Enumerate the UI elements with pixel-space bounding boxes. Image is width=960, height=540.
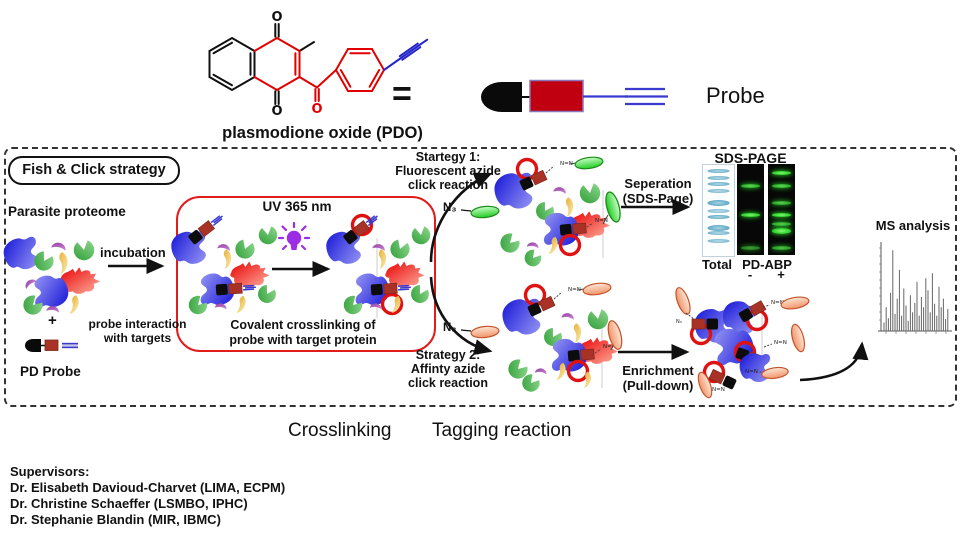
incubation-label: incubation [100,245,166,260]
tagging-label: Tagging reaction [432,420,572,441]
fish-click-strategy-box [4,147,957,407]
covalent-crosslinking-label-2: probe with target protein [229,333,377,347]
gel-band [771,201,792,206]
gel-band [707,169,730,174]
gel-band [707,239,730,244]
carbonyl-o-top: O [271,10,282,25]
strategy2-label-1: Strategy 2: [415,348,481,362]
covalent-crosslinking-label-1: Covalent crosslinking of [230,318,376,332]
pd-probe-label: PD Probe [20,364,81,379]
gel-band [771,227,792,234]
enrichment-label-1: Enrichment [622,363,694,378]
strategy1-label-3: click reaction [408,178,488,192]
gel-band [707,231,730,236]
ms-analysis-label: MS analysis [875,218,951,233]
gel-band [740,245,761,250]
strategy1-label-2: Fluorescent azide [395,164,501,178]
equals-sign: = [392,75,412,113]
gel-plus-label: + [777,267,785,282]
crosslinking-red-box [176,196,436,352]
gel-band [771,245,792,250]
gel-band [707,214,730,219]
gel-lane-pdabp-minus [737,164,764,255]
gel-pdabp-label: PD-ABP [742,257,792,272]
probe-interaction-label-1: probe interaction [88,317,187,331]
gel-band [740,212,761,217]
gel-minus-label: - [747,267,753,282]
supervisor-name-1: Dr. Elisabeth Davioud-Charvet (LIMA, ECP… [10,480,286,495]
gel-band [707,182,730,187]
molecule-label: plasmodione oxide (PDO) [222,124,423,142]
gel-lane-total [702,164,735,257]
gel-band [771,222,792,227]
gel-band [740,183,761,188]
carbonyl-o-bottom: O [271,104,282,119]
separation-label-1: Seperation [624,176,692,191]
gel-band [707,200,730,207]
supervisor-name-3: Dr. Stephanie Blandin (MIR, IBMC) [10,512,221,527]
parasite-proteome-label: Parasite proteome [8,204,126,219]
azide-label-s1: N₃ [443,202,457,214]
crosslinking-label: Crosslinking [288,420,392,441]
separation-label-2: (SDS-Page) [622,191,694,206]
carbonyl-o-benzoyl: O [311,102,322,117]
gel-lane-pdabp-plus [768,164,795,255]
uv-label: UV 365 nm [262,199,332,214]
gel-band [707,224,730,231]
plus-sign: + [48,312,57,329]
supervisor-name-2: Dr. Christine Schaeffer (LSMBO, IPHC) [10,496,248,511]
strategy2-label-2: Affinty azide [410,362,486,376]
gel-band [707,175,730,180]
strategy2-label-3: click reaction [408,376,488,390]
strategy1-label-1: Startegy 1: [415,150,481,164]
azide-label-s2: N₃ [443,322,457,334]
gel-band [707,208,730,213]
supervisors-block: Supervisors: Dr. Elisabeth Davioud-Charv… [10,464,285,528]
gel-band [771,183,792,188]
probe-icon [481,79,668,113]
gel-band [771,212,792,217]
gel-title: SDS-PAGE [714,150,787,166]
probe-label: Probe [706,83,765,108]
enrichment-label-2: (Pull-down) [622,378,694,393]
supervisors-heading: Supervisors: [10,464,90,479]
gel-band [771,171,792,176]
gel-band [707,189,730,194]
fish-click-title: Fish & Click strategy [8,156,180,185]
sds-page-gel [700,164,800,257]
gel-total-label: Total [701,257,733,272]
probe-interaction-label-2: with targets [103,331,172,345]
